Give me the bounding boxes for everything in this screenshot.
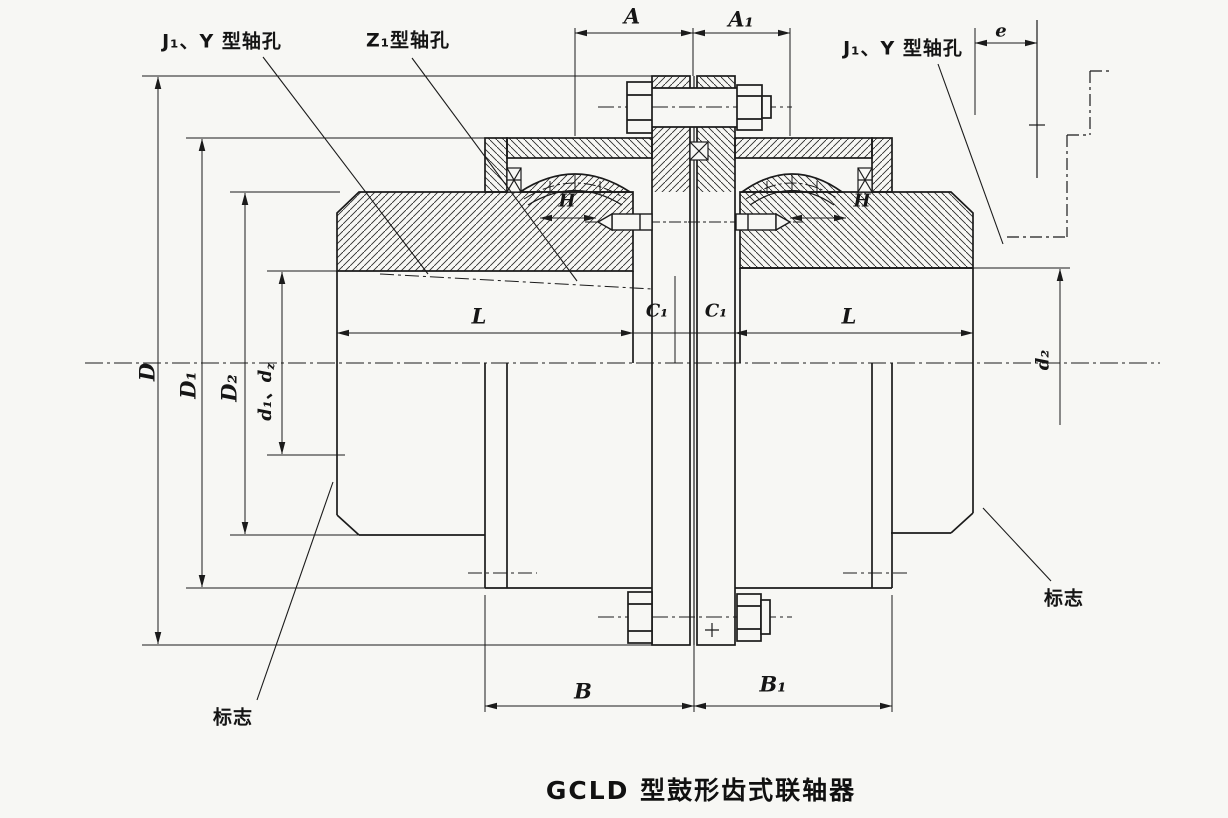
- label-mark-right: 标志: [1043, 587, 1085, 610]
- leader-bore-jy-right: [937, 63, 1004, 245]
- leader-bore-z1: [411, 57, 578, 282]
- leader-lines: [256, 56, 1052, 701]
- right-hub: [739, 191, 1070, 534]
- left-gear-crown: [517, 173, 633, 206]
- label-bore-z1: Z₁型轴孔: [365, 29, 451, 52]
- right-gear-crown: [739, 173, 845, 206]
- dim-label-L-left: L: [471, 303, 487, 329]
- seal-right: [857, 167, 873, 193]
- dim-label-B1: B₁: [759, 671, 787, 697]
- dim-label-H-left: H: [558, 190, 576, 212]
- dim-label-C1-left: C₁: [645, 300, 669, 322]
- dim-label-A: A: [623, 3, 641, 29]
- label-mark-left: 标志: [212, 706, 254, 729]
- right-sleeve: [734, 137, 910, 589]
- dim-label-D: D: [134, 362, 160, 382]
- dim-label-d1dz: d₁、dz: [254, 363, 278, 421]
- top-bolt: [598, 81, 792, 134]
- dim-label-d2: d₂: [1032, 349, 1054, 371]
- dim-label-H-right: H: [853, 190, 871, 212]
- dim-label-A1: A₁: [728, 6, 754, 32]
- phantom-shaft: [1007, 20, 1113, 238]
- dim-label-D2: D₂: [216, 374, 242, 402]
- spigot-box: [689, 141, 709, 161]
- seal-left: [506, 167, 522, 193]
- bottom-bolt: [598, 591, 792, 644]
- dim-label-B: B: [574, 678, 592, 704]
- label-bore-jy-right: J₁、Y 型轴孔: [843, 37, 963, 60]
- dim-label-D1: D₁: [175, 371, 201, 399]
- left-sleeve: [468, 137, 653, 589]
- label-bore-jy-left: J₁、Y 型轴孔: [162, 30, 282, 53]
- leader-mark-left: [256, 481, 334, 701]
- dim-label-e: e: [995, 20, 1007, 42]
- dim-label-L-right: L: [841, 303, 857, 329]
- flange-joint: [651, 75, 736, 646]
- grease-pin-right: [688, 212, 803, 232]
- grease-pin-left: [585, 212, 700, 232]
- leader-bore-jy-left: [262, 56, 429, 275]
- dim-label-C1-right: C₁: [704, 300, 728, 322]
- leader-mark-right: [982, 507, 1052, 582]
- figure-caption: GCLD 型鼓形齿式联轴器: [545, 776, 857, 805]
- dimension-lines: [142, 28, 1064, 712]
